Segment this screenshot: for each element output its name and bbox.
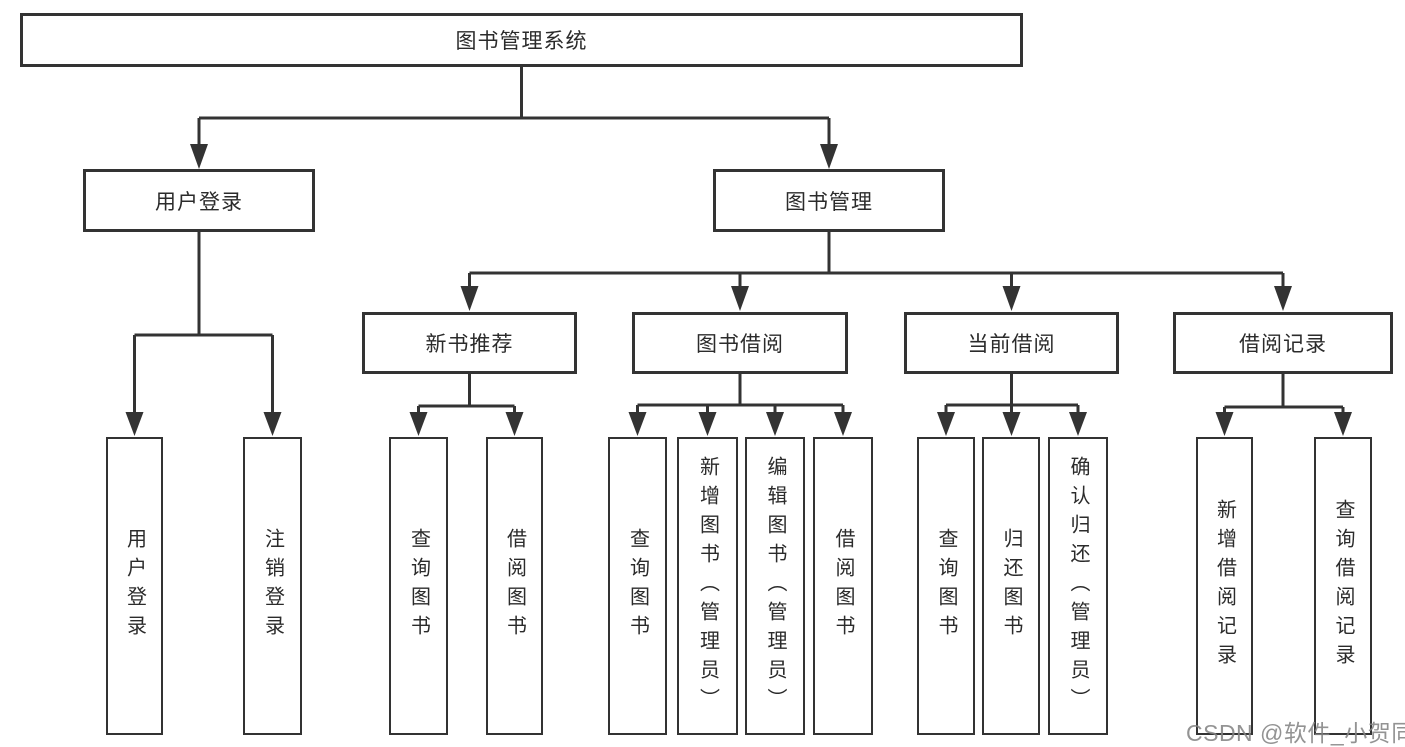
node-label: 新增借阅记录 [1213,499,1236,673]
connector-book-management-children [468,232,1285,290]
connector-user-login-children [133,232,274,416]
arrow-head [766,412,784,436]
arrow-head [628,412,647,436]
node-leaf-query-books-current: 查询图书 [917,437,975,735]
arrow-head [820,144,838,169]
arrow-head [125,412,144,436]
connector-records-children [1223,374,1345,416]
arrow-head [460,286,479,311]
node-leaf-borrow-books-borrowing: 借阅图书 [813,437,873,735]
node-library-system: 图书管理系统 [20,13,1023,67]
node-leaf-query-borrow-record: 查询借阅记录 [1314,437,1372,735]
arrow-head [937,412,955,436]
arrow-head [1215,412,1234,436]
connector-root-to-level2 [197,67,831,150]
node-book-borrowing: 图书借阅 [632,312,848,374]
node-label: 当前借阅 [967,333,1056,356]
node-label: 查询图书 [626,528,649,644]
node-leaf-confirm-return-admin: 确认归还（管理员） [1048,437,1108,735]
arrow-head [731,286,749,311]
node-leaf-add-books-admin: 新增图书（管理员） [677,437,738,735]
node-leaf-user-login: 用户登录 [106,437,163,735]
arrow-head [190,144,208,169]
node-leaf-add-borrow-record: 新增借阅记录 [1196,437,1253,735]
node-leaf-borrow-books-recommend: 借阅图书 [486,437,543,735]
node-label: 编辑图书（管理员） [764,455,786,717]
node-leaf-logout: 注销登录 [243,437,302,735]
arrow-head [409,412,428,436]
node-label: 查询借阅记录 [1332,499,1354,673]
arrow-head [505,412,524,436]
node-label: 借阅图书 [503,528,526,644]
node-leaf-query-books-recommend: 查询图书 [389,437,448,735]
connector-current-borrow-children [944,374,1080,416]
node-label: 用户登录 [155,190,243,214]
connector-new-book-children [417,374,516,416]
arrow-head [834,412,852,436]
node-label: 图书借阅 [696,333,784,356]
arrow-head [1069,412,1087,436]
node-label: 注销登录 [261,528,284,644]
arrow-head [1002,286,1021,311]
node-label: 归还图书 [1000,528,1022,644]
node-leaf-edit-books-admin: 编辑图书（管理员） [745,437,805,735]
arrow-head [1274,286,1292,311]
connector-book-borrow-children [636,374,845,416]
node-label: 新增图书（管理员） [696,455,719,717]
node-leaf-query-books-borrowing: 查询图书 [608,437,667,735]
node-book-management: 图书管理 [713,169,945,232]
node-label: 借阅记录 [1239,333,1327,356]
node-label: 用户登录 [123,528,146,644]
arrow-head [1334,412,1352,436]
node-label: 图书管理 [785,190,873,214]
arrow-head [1002,412,1021,436]
arrow-head [698,412,717,436]
node-label: 图书管理系统 [455,30,588,53]
node-leaf-return-books: 归还图书 [982,437,1040,735]
node-label: 查询图书 [935,528,957,644]
node-label: 查询图书 [407,528,430,644]
node-current-borrowing: 当前借阅 [904,312,1119,374]
node-borrowing-records: 借阅记录 [1173,312,1393,374]
node-label: 借阅图书 [832,528,854,644]
arrowheads [125,144,1352,436]
node-new-book-recommendation: 新书推荐 [362,312,577,374]
node-label: 新书推荐 [425,333,514,356]
watermark: CSDN @软件_小贺同学 [1186,720,1405,746]
arrow-head [263,412,282,436]
node-label: 确认归还（管理员） [1067,455,1089,717]
node-user-login: 用户登录 [83,169,315,232]
